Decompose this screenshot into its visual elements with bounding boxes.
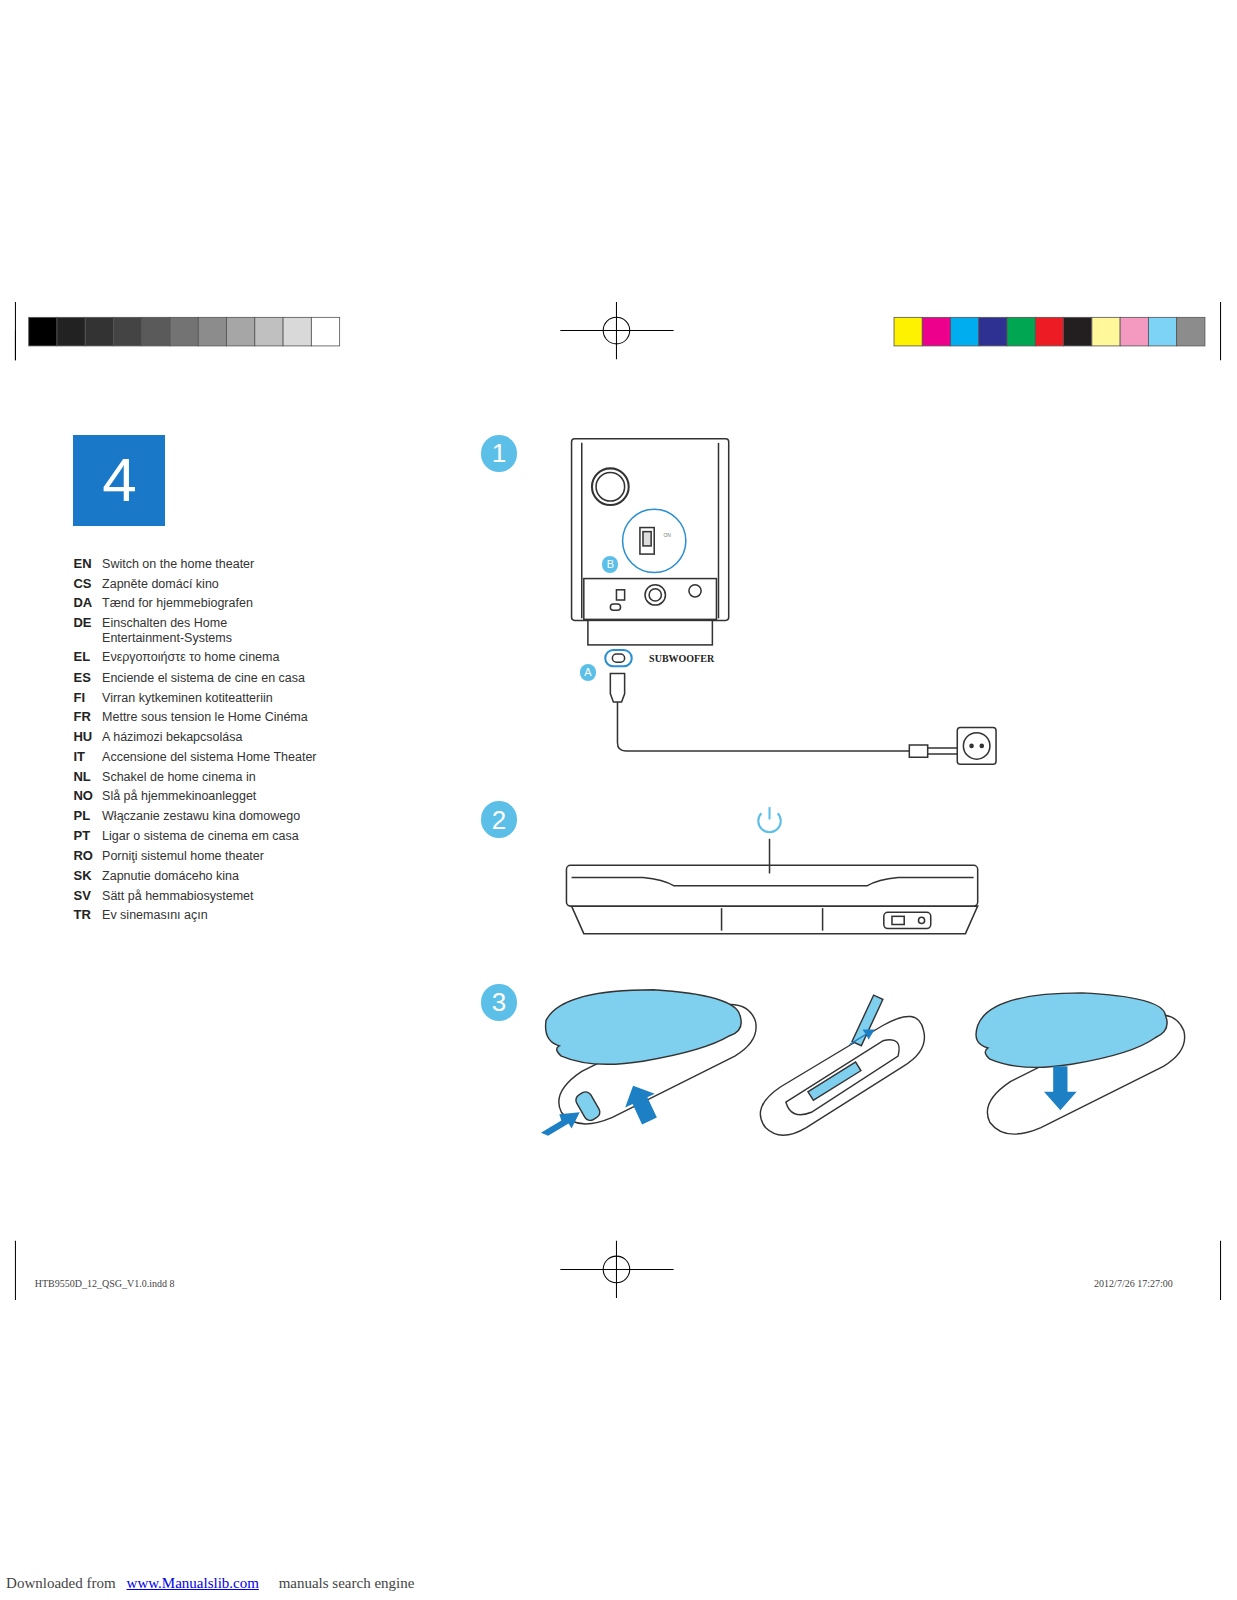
port-label: SUBWOOFER: [649, 653, 714, 665]
footer-text: 2012/7/26 17:27:00: [1094, 1278, 1173, 1290]
language-code: IT: [73, 750, 85, 765]
node-text: A: [584, 667, 591, 678]
instruction-text: Ενεργοποιήστε το home cinema: [102, 650, 279, 664]
instruction-text: Tænd for hjemmebiografen: [102, 596, 253, 610]
instruction-text: Accensione del sistema Home Theater: [102, 750, 316, 764]
instruction-text: Zapnutie domáceho kina: [102, 869, 239, 883]
language-code: EN: [73, 557, 91, 572]
watermark: manuals search engine: [279, 1575, 415, 1592]
callout-circle: A: [580, 664, 596, 680]
instruction-text: Mettre sous tension le Home Cinéma: [102, 710, 308, 724]
callout-circle: 3: [481, 984, 518, 1021]
language-code: CS: [73, 577, 91, 592]
node-text: 1: [492, 440, 506, 466]
language-code: TR: [73, 908, 90, 923]
language-code: EL: [73, 650, 90, 665]
node-text: B: [607, 559, 614, 570]
language-code: PT: [73, 829, 90, 844]
watermark: Downloaded from: [6, 1575, 116, 1592]
instruction-text: Slå på hjemmekinoanlegget: [102, 789, 256, 803]
language-code: ES: [73, 671, 90, 686]
instruction-text: A házimozi bekapcsolása: [102, 730, 242, 744]
language-code: PL: [73, 809, 90, 824]
language-code: FI: [73, 691, 85, 706]
footer-text: HTB9550D_12_QSG_V1.0.indd 8: [35, 1278, 175, 1290]
language-code: HU: [73, 730, 92, 745]
watermark-link: www.Manualslib.com: [127, 1575, 259, 1592]
node-text: 4: [102, 449, 136, 511]
switch-label: ON: [663, 533, 671, 539]
language-code: FR: [73, 710, 90, 725]
instruction-text: Schakel de home cinema in: [102, 770, 256, 784]
instruction-text: Virran kytkeminen kotiteatteriin: [102, 691, 273, 705]
step-box: 4: [73, 435, 165, 526]
instruction-text: Enciende el sistema de cine en casa: [102, 671, 305, 685]
node-text: 2: [492, 807, 506, 833]
instruction-text: Einschalten des Home Entertainment-Syste…: [102, 616, 242, 645]
callout-circle: 1: [481, 435, 518, 472]
instruction-text: Porniţi sistemul home theater: [102, 849, 264, 863]
instruction-text: Sätt på hemmabiosystemet: [102, 889, 253, 903]
language-code: RO: [73, 849, 93, 864]
language-code: DE: [73, 616, 91, 631]
language-code: SV: [73, 889, 90, 904]
callout-circle: 2: [481, 801, 518, 838]
instruction-text: Włączanie zestawu kina domowego: [102, 809, 300, 823]
language-code: NL: [73, 770, 90, 785]
instruction-text: Zapněte domácí kino: [102, 577, 219, 591]
instruction-text: Ligar o sistema de cinema em casa: [102, 829, 299, 843]
language-code: NO: [73, 789, 93, 804]
instruction-text: Ev sinemasını açın: [102, 908, 208, 922]
language-code: DA: [73, 596, 92, 611]
language-code: SK: [73, 869, 91, 884]
instruction-text: Switch on the home theater: [102, 557, 254, 571]
node-text: 3: [492, 989, 506, 1015]
callout-circle: B: [602, 556, 618, 572]
